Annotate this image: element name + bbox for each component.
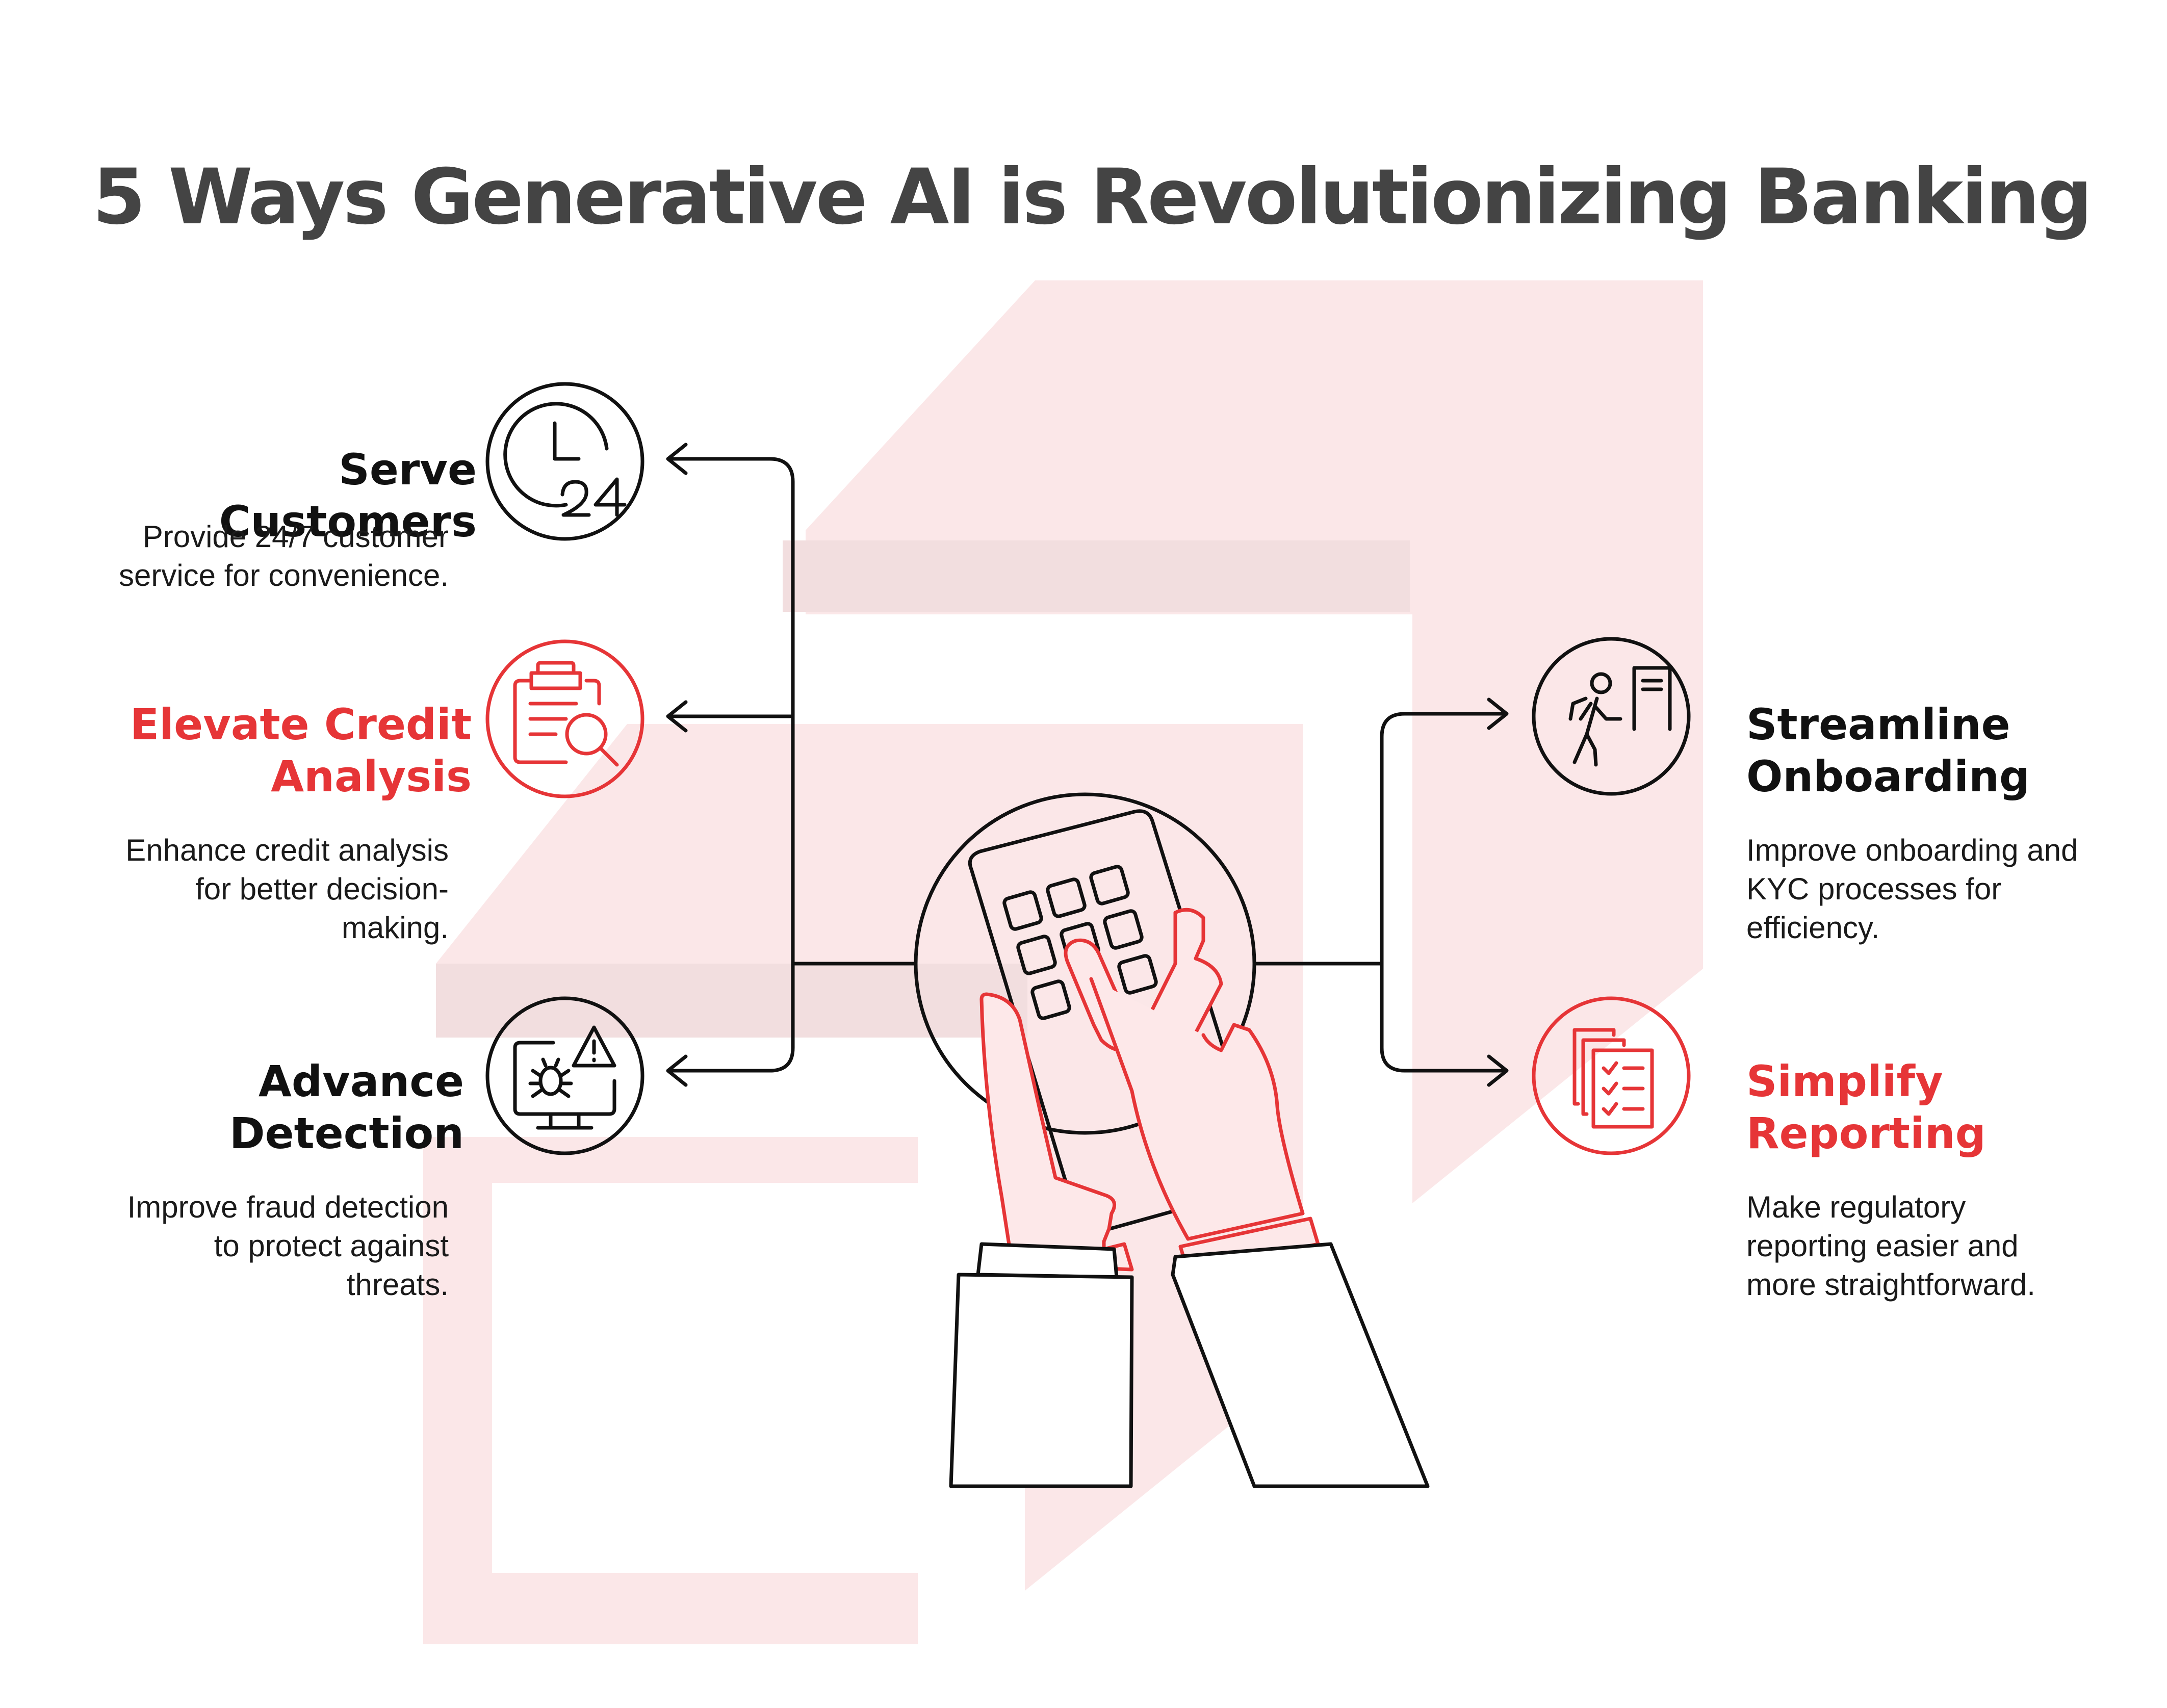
heading-simplify-reporting: Simplify Reporting [1746, 1056, 1986, 1158]
page-title: 5 Ways Generative AI is Revolutionizing … [92, 153, 2093, 242]
desc-serve-customers: Provide 24/7 customer service for conven… [119, 520, 449, 592]
arrow-head-reporting [1487, 1054, 1509, 1087]
center-circle [914, 792, 1256, 1135]
desc-advance-detection: Improve fraud detection to protect again… [127, 1190, 449, 1302]
heading-advance-detection: Advance Detection [229, 1056, 464, 1158]
heading-serve-customers: Serve Customers [219, 445, 477, 547]
arrow-head-credit [666, 700, 688, 733]
arrow-head-onboarding [1487, 697, 1509, 730]
desc-streamline-onboarding: Improve onboarding and KYC processes for… [1746, 833, 2078, 945]
sleeves [949, 1242, 1430, 1488]
desc-elevate-credit-analysis: Enhance credit analysis for better decis… [125, 833, 449, 945]
heading-elevate-credit-analysis: Elevate Credit Analysis [130, 700, 472, 801]
heading-streamline-onboarding: Streamline Onboarding [1746, 700, 2030, 801]
connector-left-trunk [668, 457, 917, 1073]
arrow-head-detection [666, 1054, 688, 1087]
desc-simplify-reporting: Make regulatory reporting easier and mor… [1746, 1190, 2035, 1302]
connector-right-trunk [1252, 712, 1506, 1073]
arrow-head-serve [666, 443, 688, 475]
